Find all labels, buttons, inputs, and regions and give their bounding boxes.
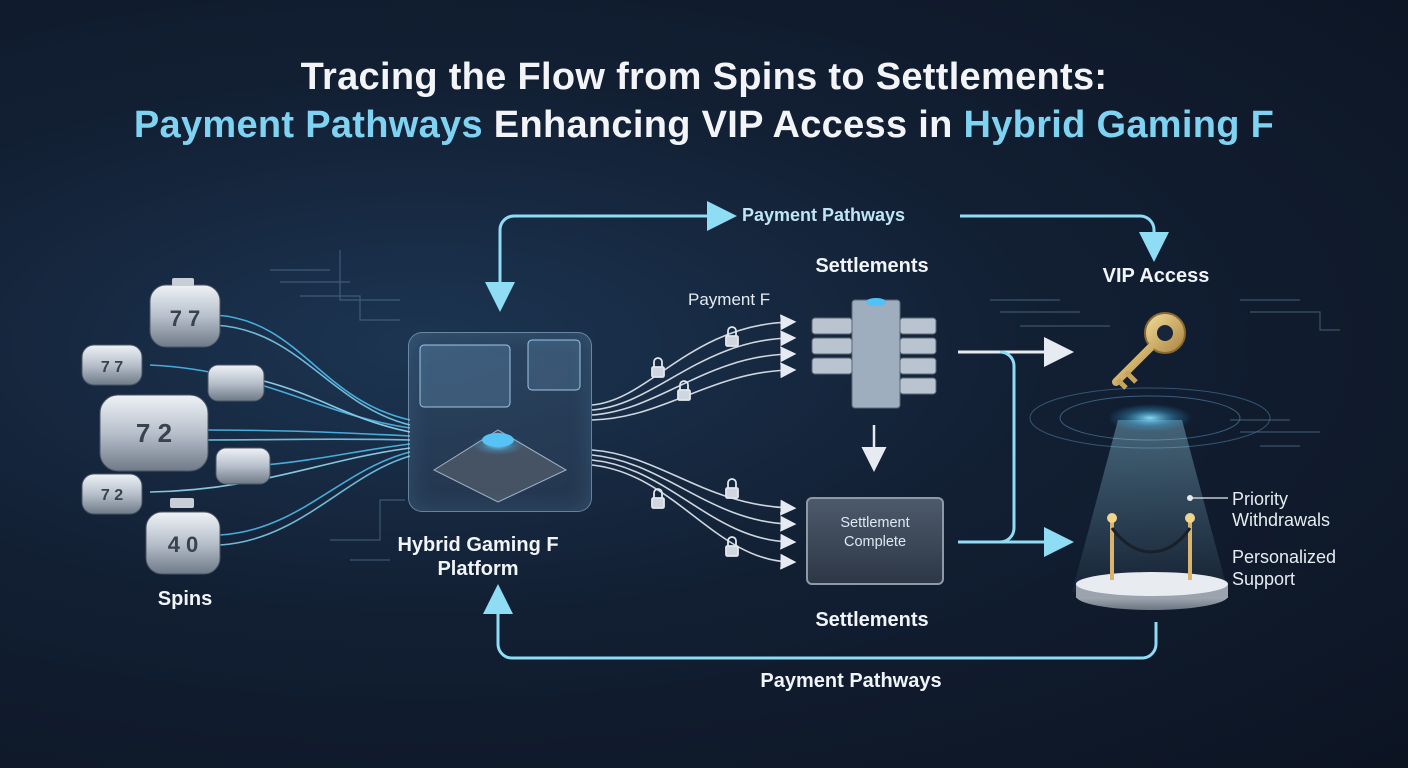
bottom-payment-pathways-label: Payment Pathways [760, 670, 942, 692]
reel-digits: 7 7 [170, 306, 201, 331]
title-highlight-payment-pathways: Payment Pathways [133, 104, 483, 146]
reel-digits: 4 0 [168, 532, 199, 557]
vip-arrows [958, 337, 1074, 557]
vip-benefit-priority-line-1: Priority [1232, 489, 1289, 509]
title-middle-text: Enhancing VIP Access in [482, 104, 964, 146]
title-line-1: Tracing the Flow from Spins to Settlemen… [300, 56, 1108, 98]
platform-chip-icon [419, 339, 581, 503]
vip-access-label: VIP Access [1102, 265, 1210, 287]
settlements-top-label: Settlements [815, 255, 929, 277]
spins-label: Spins [157, 588, 213, 610]
settlements-bottom-label: Settlements [815, 609, 929, 631]
slot-reel-small [215, 447, 271, 485]
reel-digits: 7 2 [101, 487, 123, 504]
bottom-payment-pathways-arrow [483, 584, 1158, 660]
slot-reel-4: 7 2 [81, 473, 143, 515]
platform-card [408, 332, 592, 512]
payment-flow-lines-bottom [591, 449, 797, 570]
platform-label-line-2: Platform [437, 558, 519, 580]
monitor-line-2: Complete [843, 534, 907, 550]
vip-benefit-support-line-2: Support [1232, 569, 1296, 589]
reel-digits: 7 7 [101, 359, 123, 376]
slot-reel-3: 7 2 [99, 394, 209, 472]
title-line-2: Payment Pathways Enhancing VIP Access in… [0, 104, 1408, 147]
monitor-line-1: Settlement [840, 515, 910, 531]
lock-icon [651, 326, 739, 557]
settlement-monitor: Settlement Complete [806, 497, 944, 585]
slot-reel-small [207, 364, 265, 402]
slot-reel-5: 4 0 [145, 498, 221, 575]
vip-podium-icon [1076, 513, 1228, 610]
slot-reel-1: 7 7 [149, 278, 221, 348]
vip-benefit-bullets [1187, 495, 1228, 501]
title-highlight-hybrid-gaming: Hybrid Gaming F [963, 104, 1275, 146]
vip-benefit-priority-line-2: Withdrawals [1232, 510, 1331, 530]
top-payment-pathways-label: Payment Pathways [742, 205, 906, 225]
payment-flow-lines-top [591, 314, 797, 421]
slot-reels: 7 7 7 7 7 2 7 2 4 0 [81, 278, 271, 575]
top-payment-pathways-arrow [485, 201, 1169, 312]
vip-key-icon [1112, 312, 1186, 390]
server-stack-icon [811, 298, 937, 409]
reel-digits: 7 2 [136, 418, 172, 448]
payment-f-label: Payment F [688, 290, 771, 309]
vip-benefit-support-line-1: Personalized [1232, 547, 1337, 567]
slot-reel-2: 7 7 [81, 344, 143, 386]
platform-label-line-1: Hybrid Gaming F [397, 534, 559, 556]
spin-data-streams [149, 314, 411, 546]
